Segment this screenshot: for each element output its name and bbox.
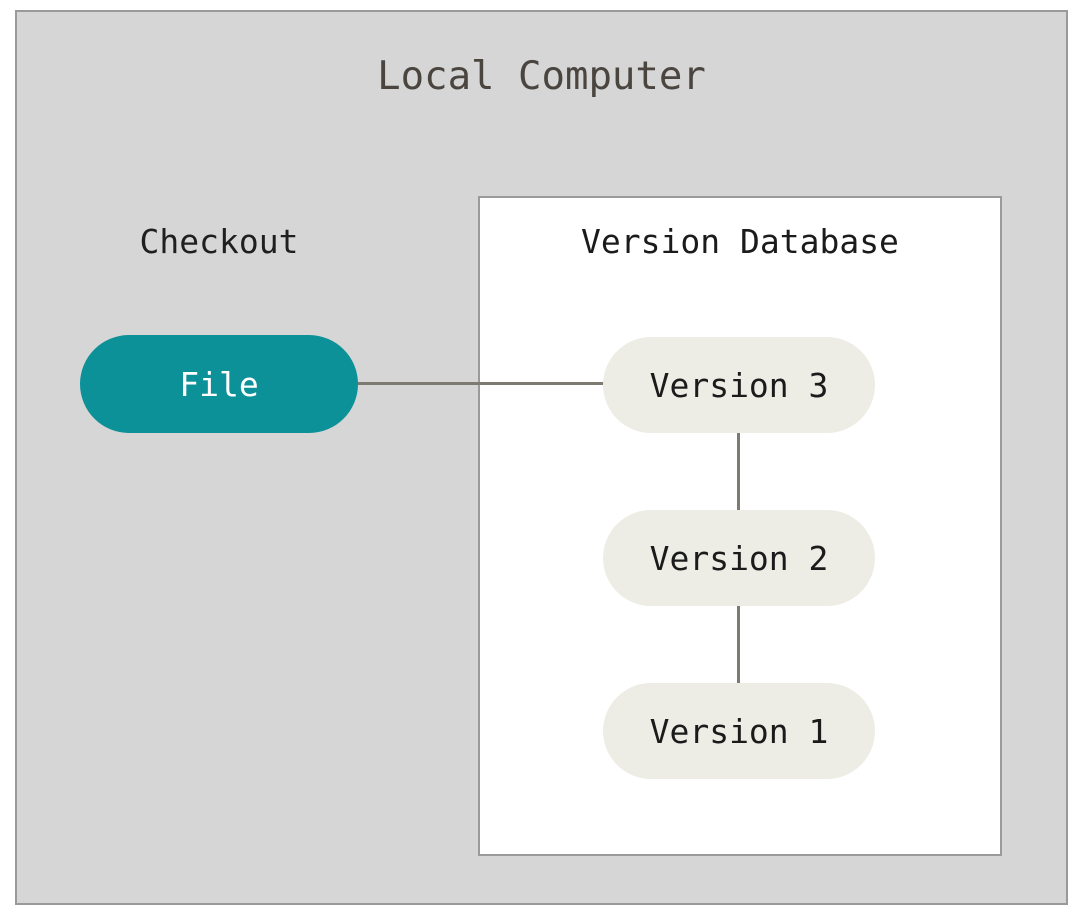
connector-version3-to-version2 [737,430,740,514]
local-computer-title: Local Computer [377,54,706,99]
version-node-2-label: Version 2 [649,538,829,578]
connector-version2-to-version1 [737,602,740,686]
connector-file-to-version3 [352,382,608,385]
version-node-3[interactable]: Version 3 [603,337,875,433]
version-node-2[interactable]: Version 2 [603,510,875,606]
file-node-label: File [179,364,259,404]
version-node-1-label: Version 1 [649,711,829,751]
checkout-label: Checkout [139,222,299,261]
version-database-title: Version Database [581,222,899,261]
file-node[interactable]: File [80,335,358,433]
version-node-3-label: Version 3 [649,365,829,405]
version-node-1[interactable]: Version 1 [603,683,875,779]
